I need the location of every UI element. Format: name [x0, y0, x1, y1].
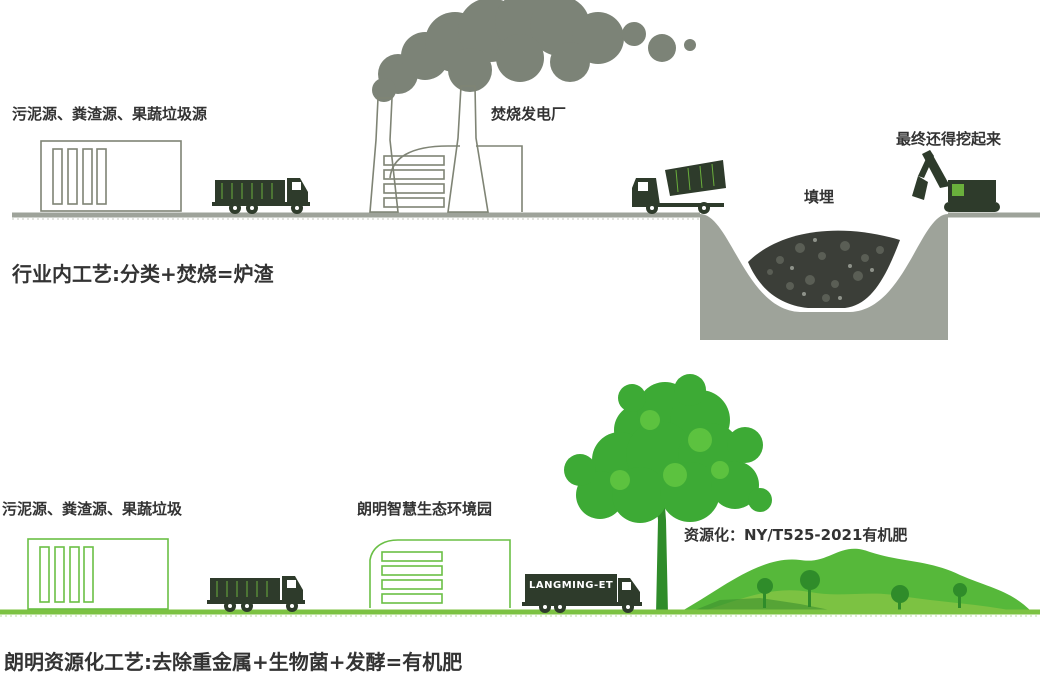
incineration-plant — [369, 85, 523, 213]
dump-truck-bottom — [207, 576, 305, 612]
excavator — [912, 150, 1000, 212]
dump-truck-unloading — [632, 160, 726, 214]
landfill-label: 填埋 — [804, 188, 835, 206]
waste-bin-top — [40, 140, 182, 212]
bottom-process-label: 朗明资源化工艺:去除重金属+生物菌+发酵=有机肥 — [4, 650, 463, 674]
landfill-pit — [700, 214, 948, 340]
product-label: 资源化：NY/T525-2021有机肥 — [684, 526, 908, 544]
dig-label: 最终还得挖起来 — [896, 130, 1002, 148]
plant-label: 焚烧发电厂 — [491, 105, 567, 123]
bottom-sources-label: 污泥源、粪渣源、果蔬垃圾 — [2, 500, 183, 518]
eco-park-building — [369, 539, 511, 608]
truck-brand-text: LANGMING-ET — [529, 580, 614, 591]
top-sources-label: 污泥源、粪渣源、果蔬垃圾源 — [12, 105, 208, 123]
box-truck — [522, 574, 642, 613]
top-process-label: 行业内工艺:分类+焚烧=炉渣 — [12, 262, 274, 286]
green-hills — [680, 548, 1032, 612]
tree — [564, 374, 772, 614]
dump-truck-top — [212, 178, 310, 214]
smoke-cloud — [372, 0, 696, 102]
waste-bin-bottom — [27, 538, 169, 610]
park-label: 朗明智慧生态环境园 — [357, 500, 493, 518]
